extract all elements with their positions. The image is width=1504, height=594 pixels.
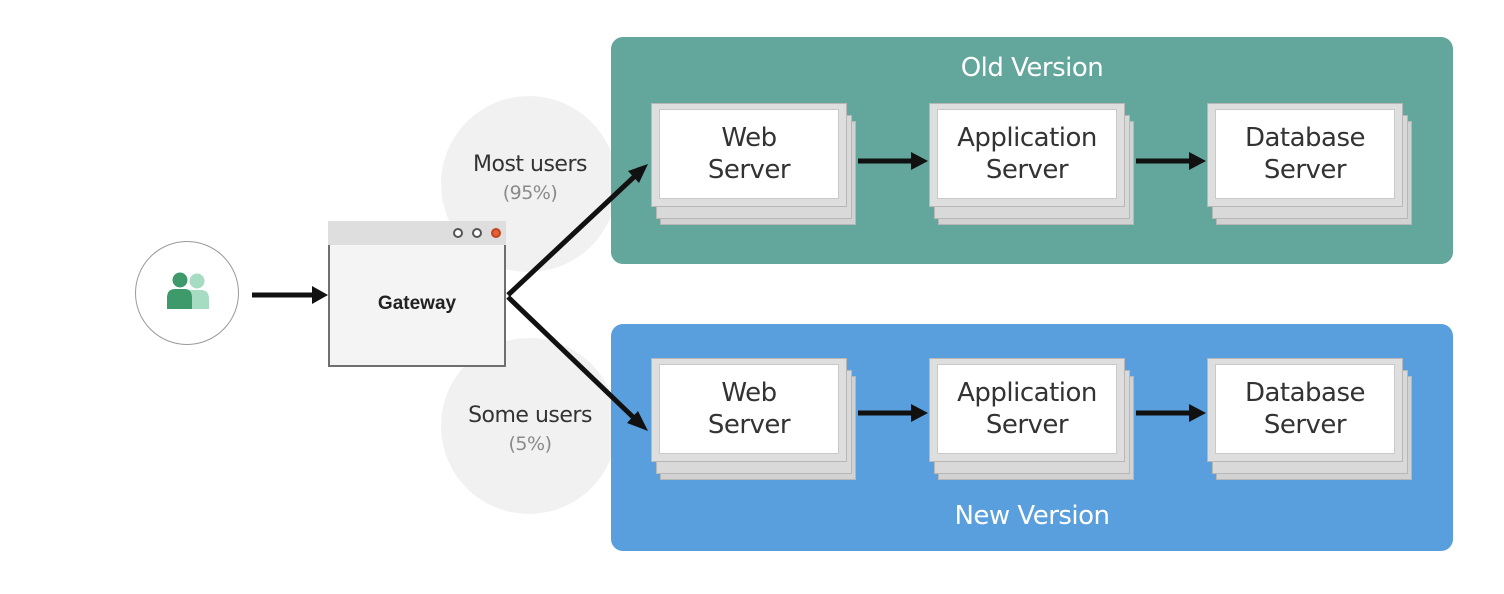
arrowhead-icon xyxy=(911,404,928,422)
server-label-line1: Application xyxy=(957,378,1097,408)
old-application-server: Application Server xyxy=(929,103,1134,225)
window-dot-icon xyxy=(453,228,463,238)
window-close-dot-icon xyxy=(491,228,501,238)
arrowhead-icon xyxy=(628,164,648,183)
server-label-line1: Database xyxy=(1244,378,1366,408)
server-label-line2: Server xyxy=(1263,410,1347,440)
some-users-label: Some users (5%) xyxy=(452,401,608,457)
new-version-panel: Web Server Application Server Database S… xyxy=(611,324,1453,551)
server-label-line1: Web xyxy=(721,123,777,153)
window-dot-icon xyxy=(472,228,482,238)
new-web-server: Web Server xyxy=(651,358,856,480)
server-label-line2: Server xyxy=(985,410,1069,440)
some-users-bubble xyxy=(441,338,617,514)
new-application-server: Application Server xyxy=(929,358,1134,480)
arrowhead-icon xyxy=(911,152,928,170)
arrowhead-icon xyxy=(1189,152,1206,170)
old-version-title: Old Version xyxy=(960,53,1104,83)
server-label-line2: Server xyxy=(985,155,1069,185)
old-version-panel: Old Version Web Server Application Serve… xyxy=(611,37,1453,264)
gateway-label: Gateway xyxy=(377,293,457,314)
most-users-label: Most users (95%) xyxy=(452,150,608,206)
arrowhead-icon xyxy=(312,286,328,304)
most-users-text: Most users xyxy=(473,152,587,177)
server-label-line1: Application xyxy=(957,123,1097,153)
users-node xyxy=(135,241,239,345)
server-label-line1: Database xyxy=(1244,123,1366,153)
server-label-line2: Server xyxy=(1263,155,1347,185)
window-title-bar xyxy=(328,221,506,245)
server-label-line2: Server xyxy=(707,155,791,185)
arrowhead-icon xyxy=(1189,404,1206,422)
arrowhead-icon xyxy=(627,411,648,431)
some-users-percent: (5%) xyxy=(508,433,552,455)
gateway-node: Gateway xyxy=(328,221,506,367)
server-label-line2: Server xyxy=(707,410,791,440)
server-label-line1: Web xyxy=(721,378,777,408)
users-icon xyxy=(167,272,209,309)
new-database-server: Database Server xyxy=(1207,358,1412,480)
some-users-text: Some users xyxy=(468,403,592,428)
gateway-to-new-arrow xyxy=(506,295,636,420)
gateway-to-old-arrow xyxy=(506,174,637,297)
new-version-title: New Version xyxy=(954,501,1110,531)
old-web-server: Web Server xyxy=(651,103,856,225)
most-users-percent: (95%) xyxy=(502,182,558,204)
old-database-server: Database Server xyxy=(1207,103,1412,225)
